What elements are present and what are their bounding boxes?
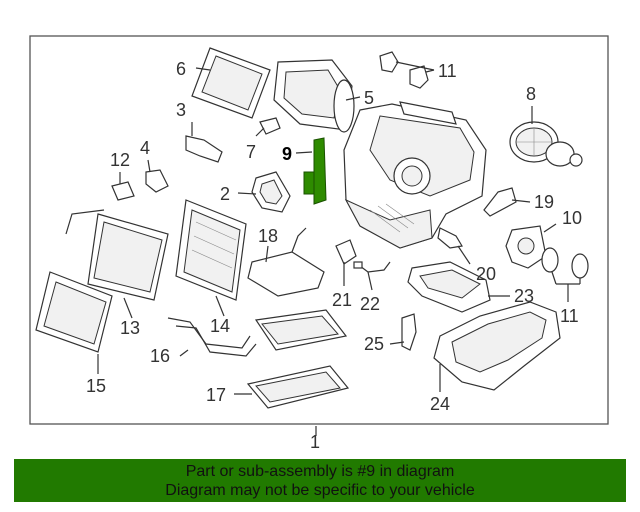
part-15-filter <box>35 271 113 353</box>
callout-5: 5 <box>364 88 374 108</box>
part-12-connector <box>111 181 135 201</box>
callout-11-top: 11 <box>438 61 457 81</box>
part-22-sensor-lead <box>353 261 391 273</box>
callout-4: 4 <box>140 138 150 158</box>
callout-25: 25 <box>364 334 384 354</box>
part-11-clips-lower <box>541 247 589 279</box>
part-4-bracket <box>145 169 169 193</box>
callout-24: 24 <box>430 394 450 414</box>
info-banner: Part or sub-assembly is #9 in diagram Di… <box>14 459 626 502</box>
callout-18: 18 <box>258 226 278 246</box>
callout-11-lower: 11 <box>560 306 579 326</box>
callout-14: 14 <box>210 316 230 336</box>
callout-20: 20 <box>476 264 496 284</box>
part-23-housing <box>407 261 491 313</box>
banner-line-1: Part or sub-assembly is #9 in diagram <box>185 463 455 480</box>
part-20-clip <box>437 227 463 249</box>
callout-22: 22 <box>360 294 380 314</box>
callout-7: 7 <box>246 142 256 162</box>
callout-19: 19 <box>534 192 554 212</box>
callout-1: 1 <box>310 432 320 452</box>
part-3-bracket <box>185 135 223 163</box>
part-19-actuator-rod <box>483 187 517 217</box>
part-heater-core-body <box>254 309 348 351</box>
callout-16: 16 <box>150 346 170 366</box>
callout-23: 23 <box>514 286 534 306</box>
part-17-core <box>246 365 350 409</box>
part-2-seal <box>251 171 291 213</box>
part-8-blower-motor <box>509 121 583 167</box>
callout-12: 12 <box>110 150 130 170</box>
part-11-clips-top <box>379 51 429 89</box>
callout-21: 21 <box>332 290 352 310</box>
callout-15: 15 <box>86 376 106 396</box>
callout-9: 9 <box>282 144 292 164</box>
banner-line-2: Diagram may not be specific to your vehi… <box>165 482 475 499</box>
part-16-tubes <box>167 317 257 357</box>
callout-3: 3 <box>176 100 186 120</box>
part-7-sensor <box>259 117 281 135</box>
part-24-lower-case <box>433 301 561 391</box>
part-10-actuator <box>505 225 547 269</box>
leader-lines <box>97 61 581 436</box>
part-18-module <box>247 227 325 297</box>
callout-2: 2 <box>220 184 230 204</box>
part-5-blower-housing <box>273 59 355 133</box>
part-9-highlighted <box>303 137 327 205</box>
part-14-heater-core <box>175 199 247 301</box>
callout-8: 8 <box>526 84 536 104</box>
callout-10: 10 <box>562 208 582 228</box>
part-13-evaporator <box>65 209 169 301</box>
callout-13: 13 <box>120 318 140 338</box>
hvac-case-main <box>343 101 487 249</box>
part-25-drain <box>401 313 417 351</box>
part-21-sensor <box>335 239 357 265</box>
callout-6: 6 <box>176 59 186 79</box>
callout-17: 17 <box>206 385 226 405</box>
part-6-cabin-filter <box>191 47 271 119</box>
